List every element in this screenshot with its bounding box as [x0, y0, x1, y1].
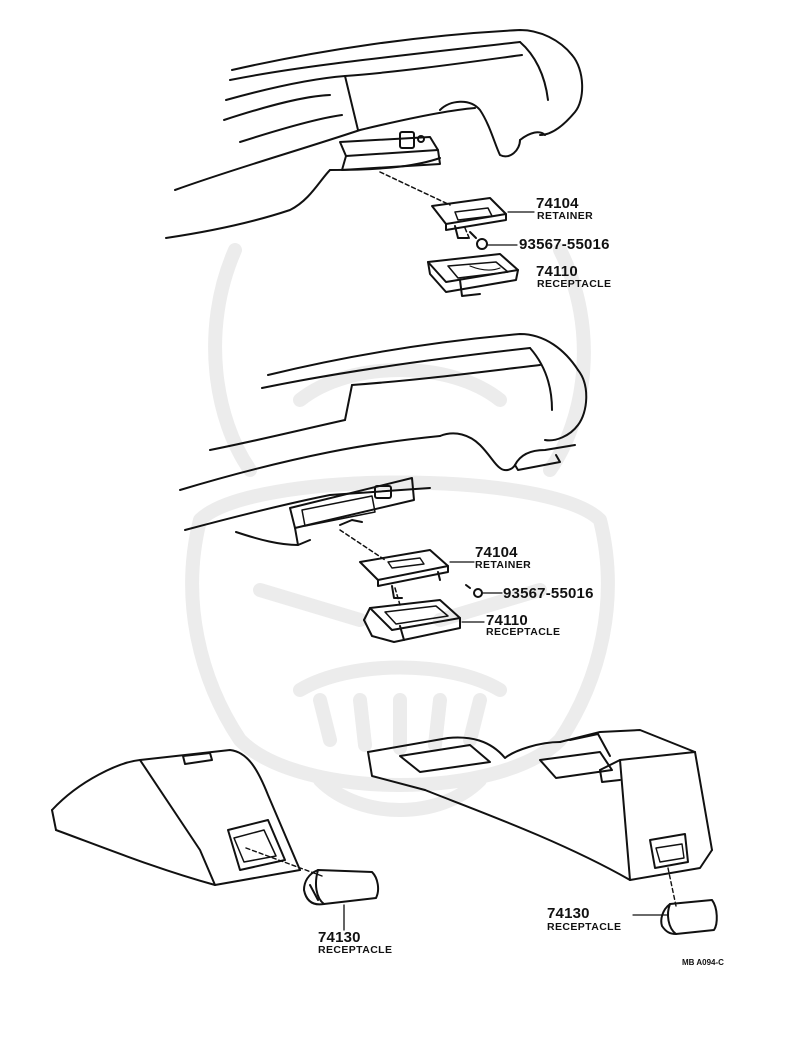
callout-top-receptacle-name: RECEPTACLE: [537, 278, 612, 290]
callout-middle-receptacle-number: 74110: [486, 612, 528, 629]
callout-left-console-receptacle-number: 74130: [318, 929, 361, 946]
callout-top-screw-number: 93567-55016: [519, 236, 610, 253]
callout-middle-retainer-name: RETAINER: [475, 559, 532, 571]
callout-top-receptacle-number: 74110: [536, 263, 578, 280]
receptacle-left-console: [303, 869, 380, 931]
callout-right-console-receptacle-name: RECEPTACLE: [547, 921, 622, 933]
callout-top-retainer-name: RETAINER: [537, 210, 594, 222]
screw-top: [469, 231, 518, 250]
retainer-middle: [359, 549, 475, 599]
drawing-code: MB A094-C: [682, 958, 724, 967]
callout-middle-retainer-number: 74104: [475, 544, 518, 561]
screw-middle: [465, 584, 503, 598]
callout-middle-screw-number: 93567-55016: [503, 585, 594, 602]
console-right: [367, 729, 713, 907]
receptacle-middle: [363, 599, 485, 643]
receptacle-top: [427, 253, 519, 297]
watermark-emblem: [185, 243, 615, 817]
callout-right-console-receptacle-number: 74130: [547, 905, 590, 922]
retainer-top: [431, 197, 535, 239]
receptacle-right-console: [632, 899, 718, 935]
dashboard-middle: [179, 333, 588, 546]
console-left: [51, 749, 323, 886]
callout-middle-receptacle-name: RECEPTACLE: [486, 626, 561, 638]
callout-left-console-receptacle-name: RECEPTACLE: [318, 944, 393, 956]
callout-top-retainer-number: 74104: [536, 195, 579, 212]
dashboard-top: [165, 29, 584, 239]
